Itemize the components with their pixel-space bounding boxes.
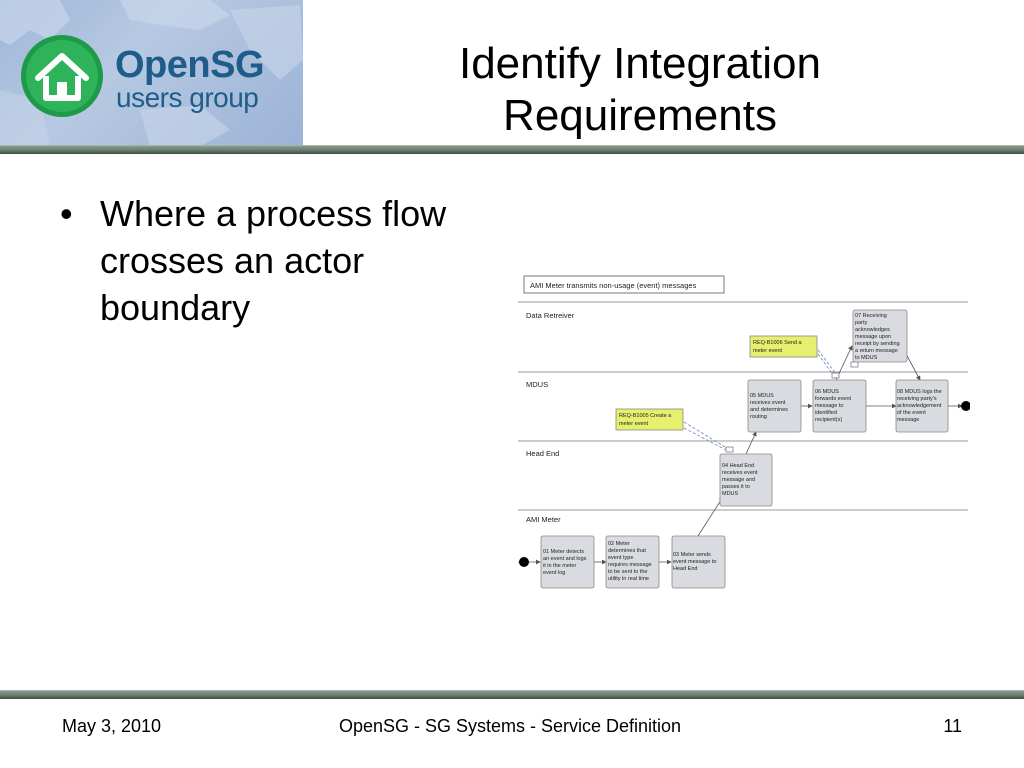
process-box-08-text: 08 MDUS logs the receiving party's ackno… [897,389,943,423]
process-box-07 [852,309,908,363]
header-rule [0,145,1024,154]
footer-rule [0,690,1024,699]
process-box-05-text: 05 MDUS receives event and determines ro… [750,393,789,420]
slide-title-line-1: Identify Integration [458,39,821,88]
slide-title-line-2: Requirements [503,91,777,140]
diagram-header: AMI Meter transmits non-usage (event) me… [530,281,697,290]
process-box-02 [605,535,660,589]
lane-label-head-end: Head End [526,449,559,458]
end-node [961,401,971,411]
requirement-note-b1005-text: REQ-B1005 Create a meter event [619,413,673,427]
lane-label-mdus: MDUS [526,380,548,389]
requirement-link [817,349,837,375]
page-number: 11 [943,716,962,736]
process-box-01-text: 01 Meter detects an event and logs it in… [543,549,588,576]
process-box-06 [812,379,867,433]
bullet-text: Where a process flow crosses an actor bo… [100,193,447,328]
logo-name: OpenSG [115,44,265,86]
requirement-link [817,353,835,377]
message-icon [831,372,840,379]
start-node [519,557,529,567]
process-box-01 [540,535,595,589]
bullet-marker: • [60,193,73,234]
requirement-note-b1006-text: REQ-B1006 Send a meter event [753,340,803,354]
process-box-04 [719,453,773,507]
diagram-header-box [523,275,725,294]
process-box-06-text: 06 MDUS forwards event message to identi… [815,389,853,423]
footer-title: OpenSG - SG Systems - Service Definition [338,716,682,736]
process-box-08 [895,379,949,433]
lane-label-ami-meter: AMI Meter [526,515,561,524]
process-box-05 [747,379,802,433]
requirement-link [683,421,731,451]
world-map-background [0,0,303,146]
requirement-note-b1005 [615,408,684,431]
requirement-link [683,427,731,453]
process-box-07-text: 07 Receiving party acknowledges message … [855,313,901,361]
process-flow-diagram: AMI Meter transmits non-usage (event) me… [518,272,971,594]
slide-title: Identify Integration Requirements [340,38,940,142]
requirement-note-b1006 [749,335,818,358]
lane-label-data-retreiver: Data Retreiver [526,311,575,320]
flow-arrow [697,496,724,537]
message-icon [725,446,734,453]
process-box-04-text: 04 Head End receives event message and p… [722,463,759,497]
flow-arrow [745,431,757,455]
process-box-03-text: 03 Meter sends event message to Head End [673,552,718,572]
footer-date: May 3, 2010 [62,716,162,736]
logo-subtitle: users group [116,82,259,113]
opensg-logo: OpenSG users group [0,0,303,146]
process-box-03 [671,535,726,589]
house-icon [21,35,103,117]
message-icon [850,361,859,368]
process-box-02-text: 02 Meter determines that event type requ… [608,541,653,582]
